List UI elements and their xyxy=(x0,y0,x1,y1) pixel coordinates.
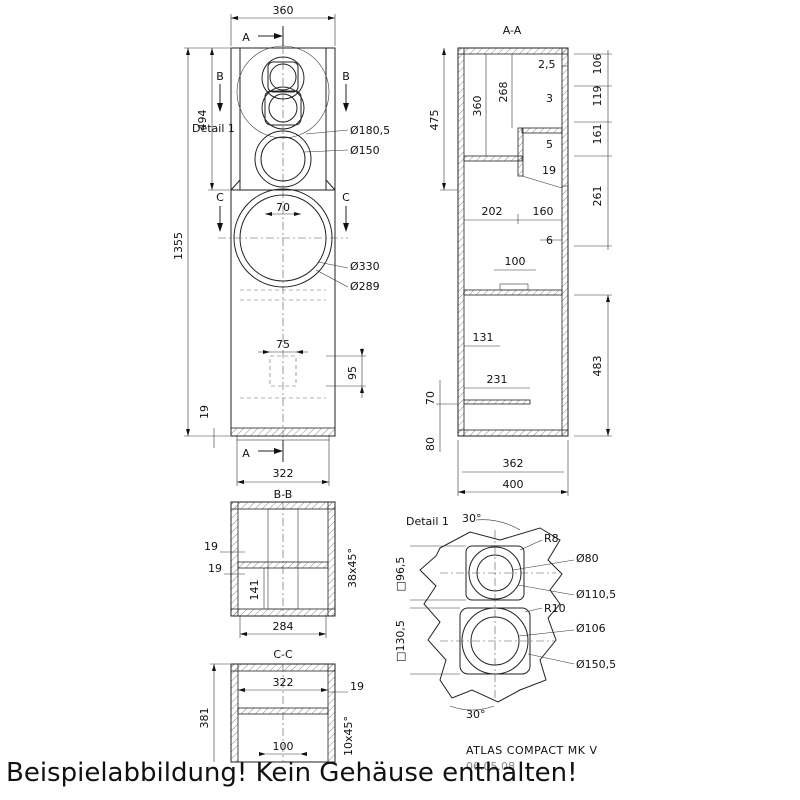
aa-dim-131: 131 xyxy=(473,331,494,344)
section-mark-c-left: C xyxy=(216,191,224,204)
dim-diameter-330: Ø330 xyxy=(350,260,380,273)
aa-dim-119: 119 xyxy=(591,86,604,107)
dim-port-height: 95 xyxy=(346,366,359,380)
bb-dim-284: 284 xyxy=(273,620,294,633)
section-bb-title: B-B xyxy=(274,488,293,501)
detail-1-view: Detail 1 30° R8 Ø80 Ø110,5 □96,5 R10 Ø10… xyxy=(394,512,616,721)
dim-diameter-150: Ø150 xyxy=(350,144,380,157)
detail-r10: R10 xyxy=(544,602,566,615)
aa-dim-400: 400 xyxy=(503,478,524,491)
detail-angle-top: 30° xyxy=(462,512,482,525)
disclaimer-caption: Beispielabbildung! Kein Gehäuse enthalte… xyxy=(6,758,578,788)
aa-dim-106: 106 xyxy=(591,54,604,75)
aa-dim-5: 5 xyxy=(546,138,553,151)
title-block: ATLAS COMPACT MK V 06.05.08 xyxy=(466,744,598,773)
section-cc-title: C-C xyxy=(273,648,293,661)
bb-dim-38x45: 38x45° xyxy=(346,548,359,588)
aa-dim-475: 475 xyxy=(428,110,441,131)
aa-dim-80: 80 xyxy=(424,437,437,451)
section-mark-a-top: A xyxy=(242,31,250,44)
section-mark-b-right: B xyxy=(342,70,350,83)
section-aa-title: A-A xyxy=(503,24,522,37)
section-mark-b-left: B xyxy=(216,70,224,83)
aa-dim-160: 160 xyxy=(533,205,554,218)
aa-dim-2-5: 2,5 xyxy=(538,58,556,71)
aa-dim-6: 6 xyxy=(546,234,553,247)
detail-d110: Ø110,5 xyxy=(576,588,616,601)
dim-height-upper: 494 xyxy=(196,110,209,131)
detail-angle-bottom: 30° xyxy=(466,708,486,721)
dim-width-bottom: 322 xyxy=(273,467,294,480)
dim-port-width: 75 xyxy=(276,338,290,351)
dim-center-70: 70 xyxy=(276,201,290,214)
detail-d150: Ø150,5 xyxy=(576,658,616,671)
detail-r8: R8 xyxy=(544,532,559,545)
aa-dim-202: 202 xyxy=(482,205,503,218)
drawing-title: ATLAS COMPACT MK V xyxy=(466,744,598,757)
detail-sq130: □130,5 xyxy=(394,620,407,662)
section-mark-c-right: C xyxy=(342,191,350,204)
section-aa-view: A-A 2,5 106 3 119 161 5 19 261 6 xyxy=(424,24,612,496)
aa-dim-3: 3 xyxy=(546,92,553,105)
cc-dim-19: 19 xyxy=(350,680,364,693)
bb-dim-19-a: 19 xyxy=(204,540,218,553)
detail-d80: Ø80 xyxy=(576,552,599,565)
dim-diameter-289: Ø289 xyxy=(350,280,380,293)
aa-dim-70: 70 xyxy=(424,391,437,405)
front-view: 360 1355 494 19 322 70 75 xyxy=(172,4,390,486)
cc-dim-322: 322 xyxy=(273,676,294,689)
dim-width-top: 360 xyxy=(273,4,294,17)
bb-dim-141: 141 xyxy=(248,580,261,601)
section-cc-view: C-C 322 19 381 10x45° 100 xyxy=(198,648,364,763)
aa-dim-483: 483 xyxy=(591,356,604,377)
detail-d106: Ø106 xyxy=(576,622,606,635)
bb-dim-19-b: 19 xyxy=(208,562,222,575)
detail-sq96: □96,5 xyxy=(394,557,407,592)
dim-diameter-180: Ø180,5 xyxy=(350,124,390,137)
aa-dim-268: 268 xyxy=(497,82,510,103)
detail-1-title: Detail 1 xyxy=(406,515,449,528)
section-bb-view: B-B 19 19 141 38x45° 284 xyxy=(204,488,359,638)
aa-dim-100: 100 xyxy=(505,255,526,268)
cc-dim-10x45: 10x45° xyxy=(342,716,355,756)
aa-dim-19: 19 xyxy=(542,164,556,177)
dim-height-total: 1355 xyxy=(172,232,185,260)
cc-dim-381: 381 xyxy=(198,708,211,729)
aa-dim-362: 362 xyxy=(503,457,524,470)
drawing-date: 06.05.08 xyxy=(466,760,515,773)
aa-dim-360: 360 xyxy=(471,96,484,117)
detail-1-label: Detail 1 xyxy=(192,122,235,135)
aa-dim-261: 261 xyxy=(591,186,604,207)
dim-foot-19: 19 xyxy=(198,405,211,419)
aa-dim-161: 161 xyxy=(591,124,604,145)
aa-dim-231: 231 xyxy=(487,373,508,386)
cc-dim-100: 100 xyxy=(273,740,294,753)
section-mark-a-bottom: A xyxy=(242,447,250,460)
